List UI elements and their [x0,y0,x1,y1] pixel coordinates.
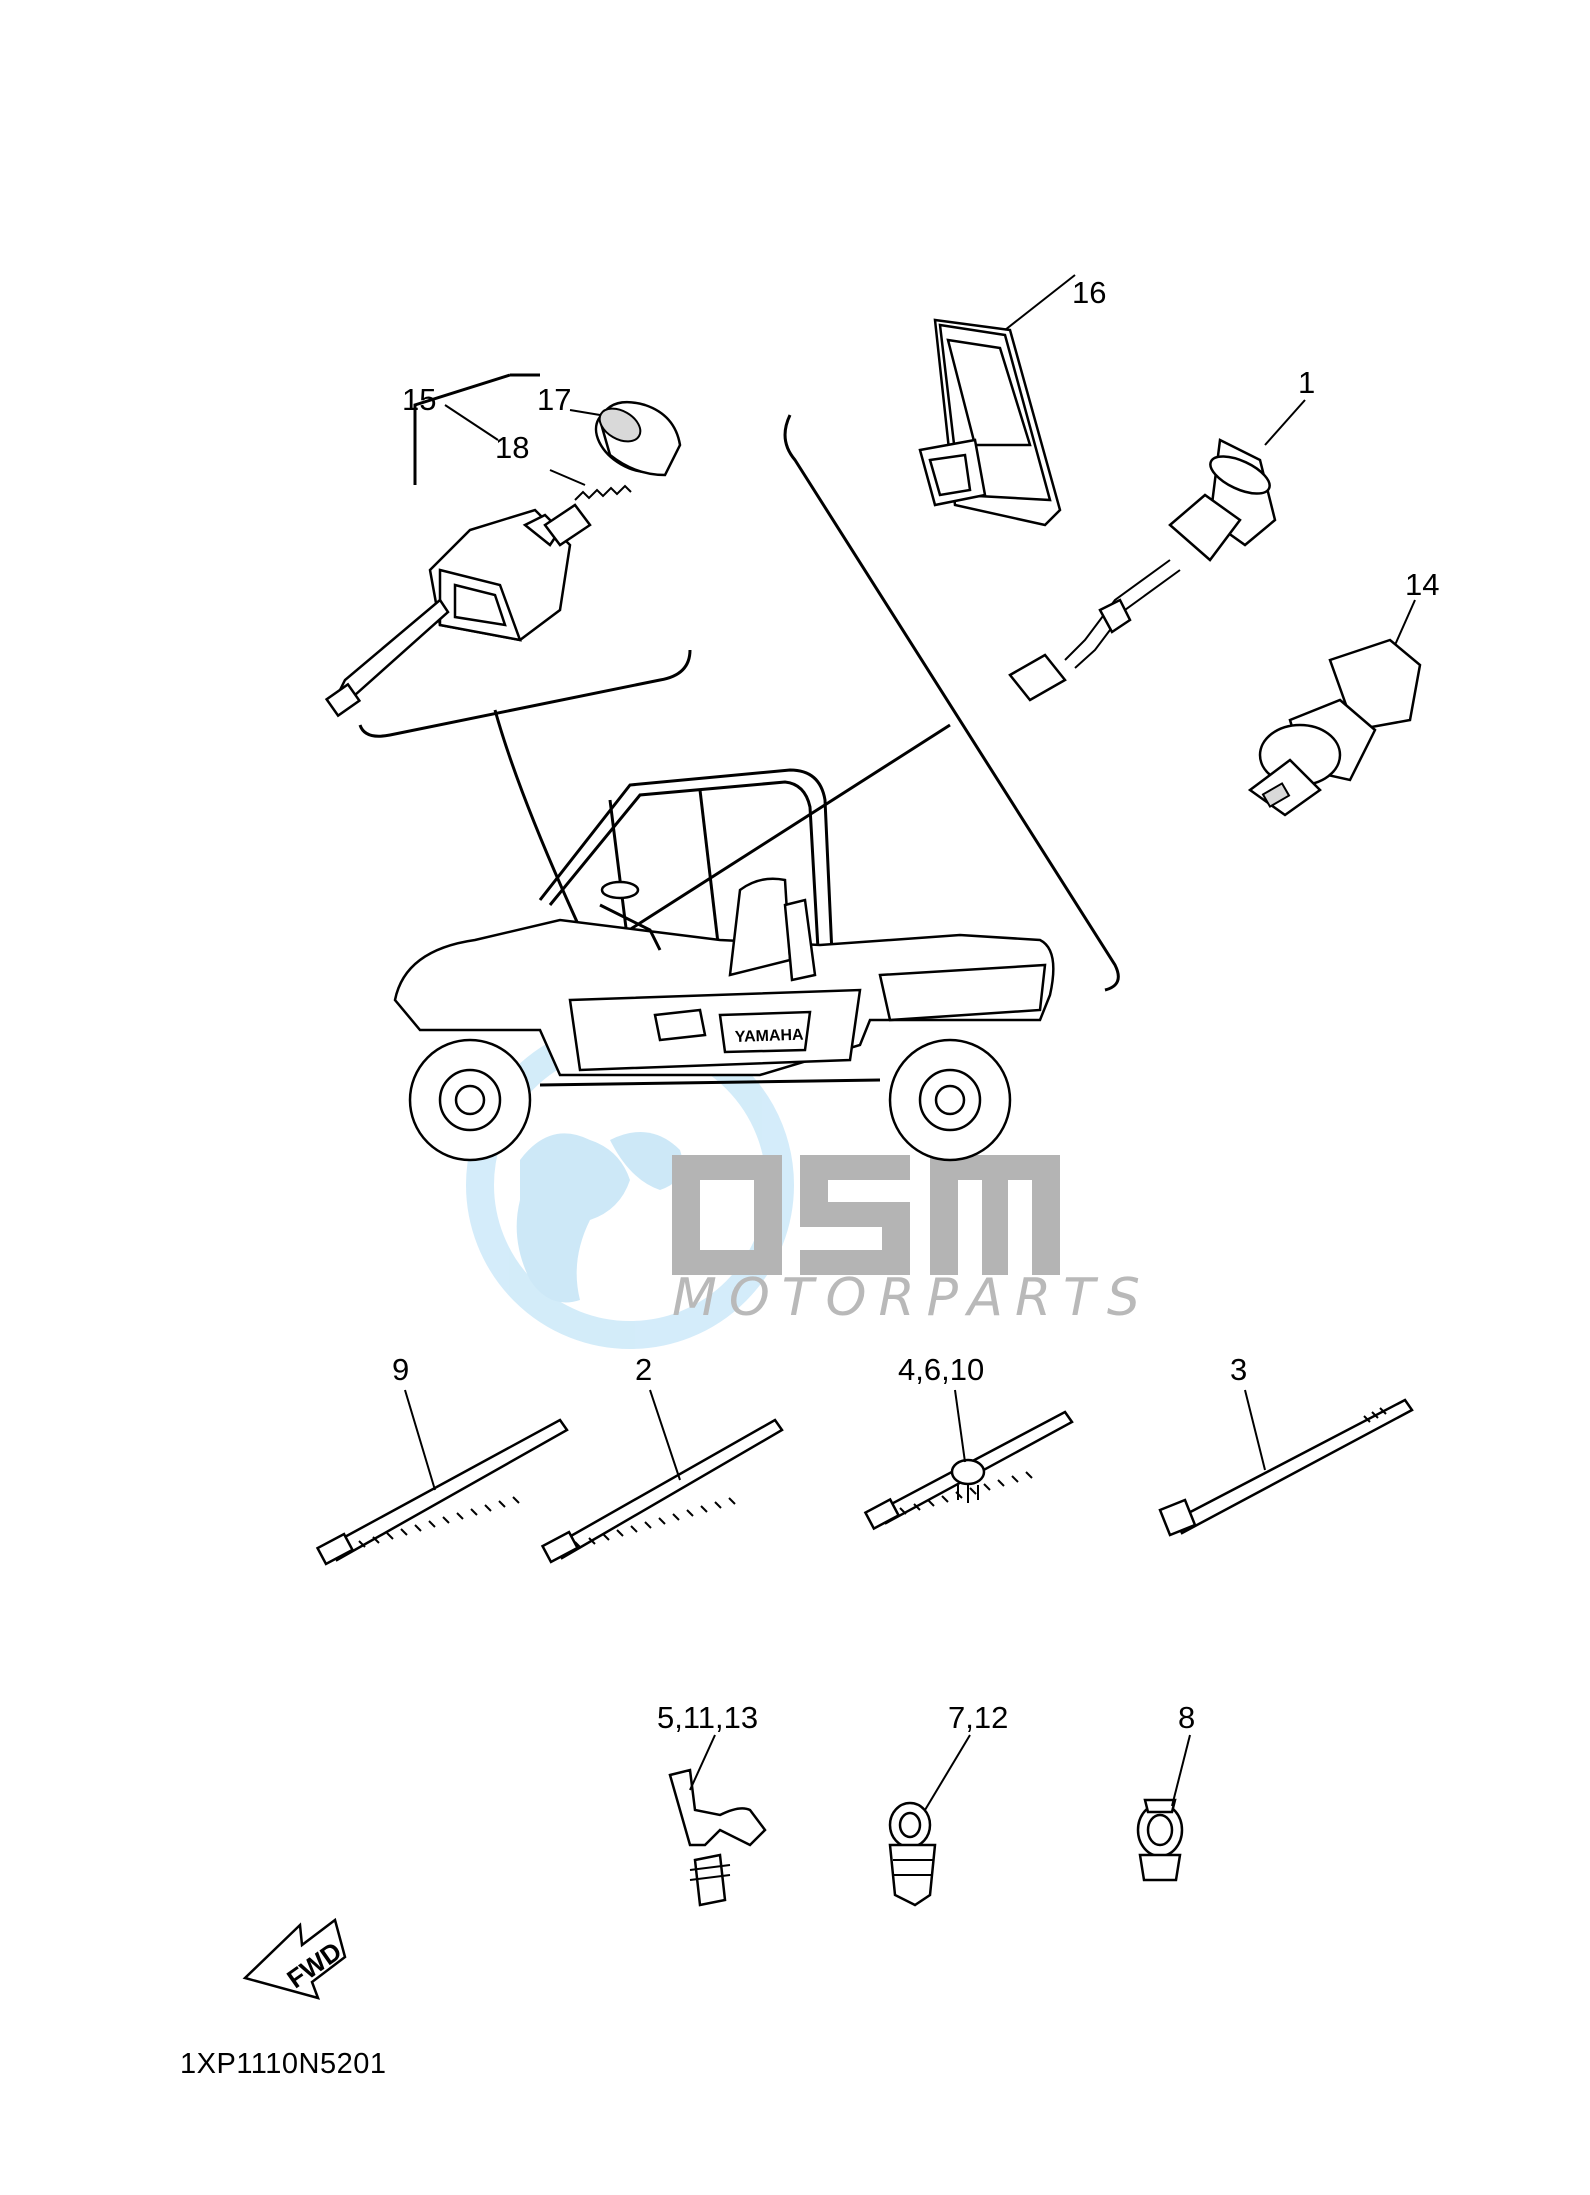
callout-4-6-10: 4,6,10 [898,1352,984,1387]
clip-8 [1136,1734,1191,1882]
leader-right [589,723,951,957]
utv-vehicle-illustration: YAMAHA [393,768,1055,1162]
callout-18: 18 [495,430,529,465]
detail-frame-right [783,414,1120,992]
switch-assembly-15 [324,373,682,718]
switch-body [324,503,592,718]
callout-2: 2 [635,1352,652,1387]
callout-14: 14 [1405,567,1439,602]
cable-tie-9 [315,1389,569,1566]
callout-16: 16 [1072,275,1106,310]
callout-9: 9 [392,1352,409,1387]
diagram-code: 1XP1110N5201 [180,2048,386,2080]
callout-1: 1 [1298,365,1315,400]
power-socket-1 [1008,399,1306,702]
cable-tie-4-6-10 [863,1389,1074,1531]
vehicle-badge: YAMAHA [735,1027,805,1046]
detail-frame-left [358,649,692,738]
knob-17 [569,400,682,477]
cable-tie-2 [540,1389,784,1564]
callout-7-12: 7,12 [948,1700,1008,1735]
fwd-arrow: FWD [242,1917,347,2000]
callout-17: 17 [537,382,571,417]
cable-tie-3 [1158,1389,1414,1537]
bracket-15 [413,373,511,485]
callout-5-11-13: 5,11,13 [657,1700,758,1735]
clip-7-12 [888,1734,971,1907]
rear-wheel [888,1038,1012,1162]
rocker-switch-16 [918,274,1076,527]
front-wheel [408,1038,532,1162]
watermark-brand-text: MOTORPARTS [672,1268,1152,1328]
spring-18 [549,469,632,501]
clip-5-11-13 [668,1734,767,1907]
callout-8: 8 [1178,1700,1195,1735]
main-switch-14 [1247,599,1422,817]
callout-15: 15 [402,382,436,417]
callout-3: 3 [1230,1352,1247,1387]
leader-left [493,709,592,951]
osm-letters [672,1155,1060,1275]
